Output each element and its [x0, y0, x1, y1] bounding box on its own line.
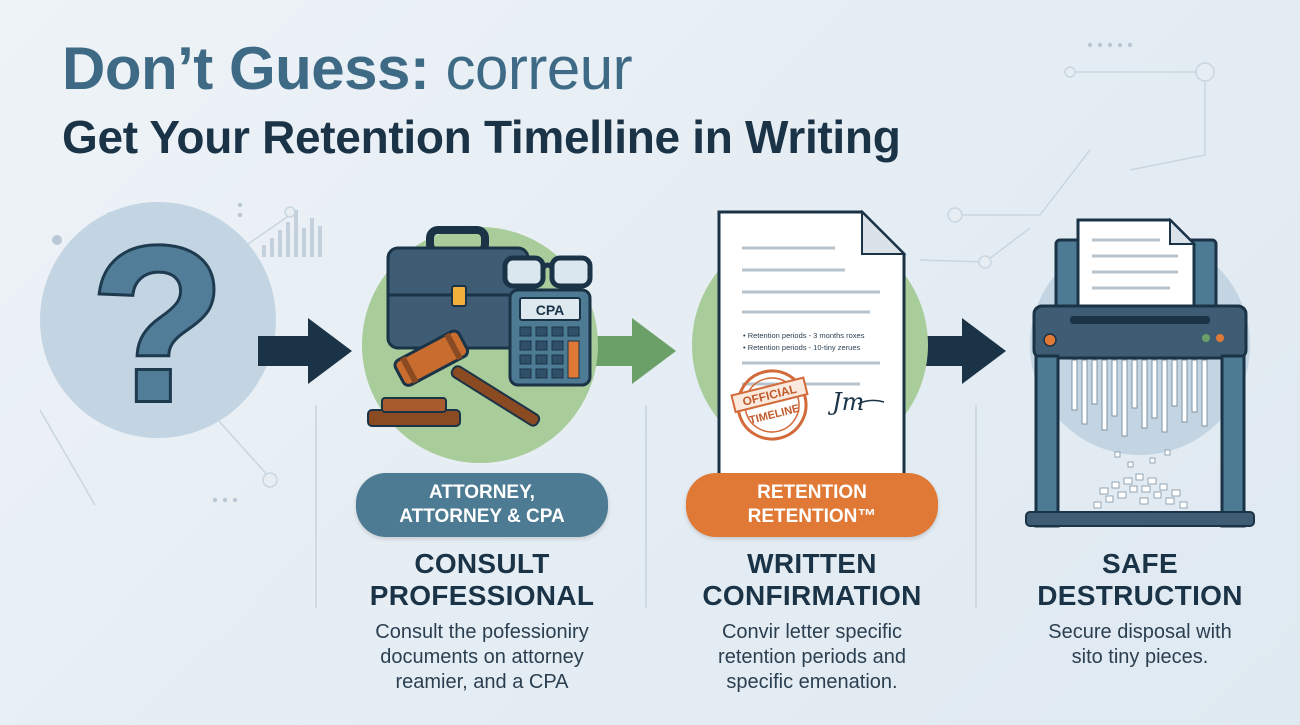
step-desc-line: retention periods and — [718, 646, 906, 668]
step-title-line: WRITTEN — [747, 548, 877, 579]
badge-attorney-cpa: ATTORNEY, ATTORNEY & CPA — [356, 473, 608, 537]
page-title: Don’t Guess: correur — [62, 34, 633, 103]
document-bullet-1: • Retention periods - 3 months roxes — [743, 331, 865, 340]
step-title-written: WRITTEN CONFIRMATION — [662, 548, 962, 612]
dividers — [315, 405, 977, 608]
arrow-right-icon — [590, 318, 676, 384]
question-mark-icon: ? — [88, 198, 228, 450]
badge-line: RETENTION™ — [747, 506, 877, 527]
arrow-right-icon — [916, 318, 1006, 384]
page-subtitle: Get Your Retention Timelline in Writing — [62, 111, 901, 163]
gavel-icon — [367, 329, 541, 427]
svg-text:?: ? — [91, 201, 225, 447]
document-bullet-2: • Retention periods - 10-tiny zerues — [743, 343, 861, 352]
glasses-icon — [502, 255, 593, 289]
decor-network — [39, 62, 1215, 506]
step-title-line: CONSULT — [414, 548, 550, 579]
title-light: correur — [445, 35, 633, 102]
badge-line: ATTORNEY, — [429, 482, 535, 503]
briefcase-icon — [386, 226, 530, 350]
step-title-line: SAFE — [1102, 548, 1178, 579]
step-desc-line: Convir letter specific — [721, 621, 903, 643]
step-title-line: CONFIRMATION — [702, 580, 922, 611]
step-desc-line: sito tiny pieces. — [1071, 646, 1209, 668]
decor-bars — [262, 210, 322, 257]
step-desc-written: Convir letter specific retention periods… — [662, 620, 962, 695]
arrow-right-icon — [258, 318, 352, 384]
question-circle — [40, 202, 276, 438]
step-title-consult: CONSULT PROFESSIONAL — [332, 548, 632, 612]
badge-retention: RETENTION RETENTION™ — [686, 473, 938, 537]
step-desc-line: reamier, and a CPA — [395, 671, 569, 693]
signature-icon: Jm — [827, 388, 885, 416]
badge-line: RETENTION — [757, 482, 867, 503]
calculator-label: CPA — [536, 302, 565, 318]
signature-text: Jm — [827, 388, 864, 416]
stamp-icon: OFFICIAL TIMELINE — [730, 369, 809, 441]
step-title-safe: SAFE DESTRUCTION — [994, 548, 1286, 612]
step-desc-line: specific emenation. — [726, 671, 898, 693]
badge-line: ATTORNEY & CPA — [399, 506, 565, 527]
step-desc-line: documents on attorney — [380, 646, 584, 668]
step-title-line: PROFESSIONAL — [369, 580, 595, 611]
shredder-icon — [1025, 217, 1255, 528]
title-bold: Don’t Guess: — [62, 35, 430, 102]
step-desc-line: Consult the pofessioniry — [375, 621, 589, 643]
step-desc-line: Secure disposal with — [1048, 621, 1232, 643]
calculator-icon — [508, 288, 592, 387]
step-title-line: DESTRUCTION — [1037, 580, 1243, 611]
step-desc-consult: Consult the pofessioniry documents on at… — [332, 620, 632, 695]
step-desc-safe: Secure disposal with sito tiny pieces. — [994, 620, 1286, 670]
